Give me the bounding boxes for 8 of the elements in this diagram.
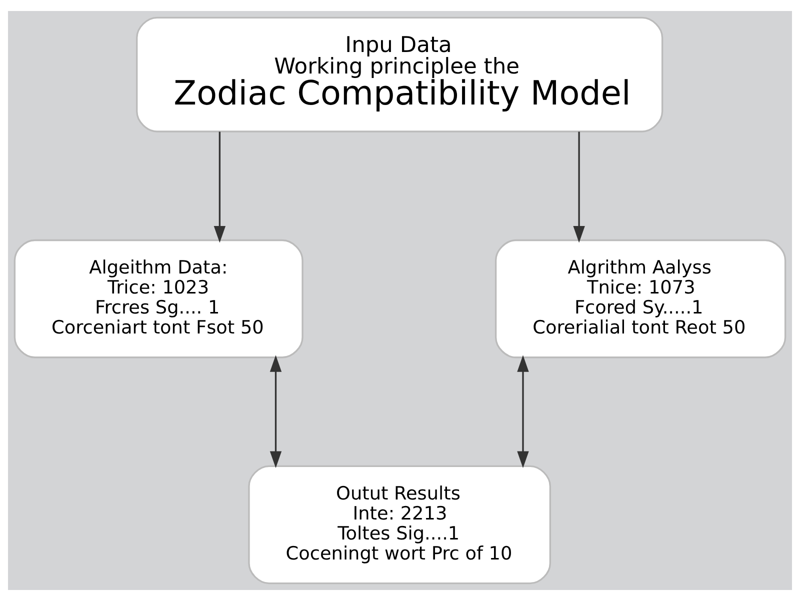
arrow <box>573 131 585 242</box>
node-box: Algrithm Aalyss Tnice: 1073 Fcored Sy.....1 Corerialial tont Reot 50 <box>494 238 786 358</box>
arrow <box>214 131 226 242</box>
arrow <box>517 354 529 468</box>
node-box: Inpu Data Working principlee the Zodiac Compatibility Model <box>136 16 664 132</box>
node-box: Outut Results Inte: 2213 Toltes Sig....1 Coceningt wort Prc of 10 <box>248 464 552 584</box>
arrow <box>270 354 282 468</box>
node-box: Algeithm Data: Trice: 1023 Frcres Sg.... 1 Corceniart tont Fsot 50 <box>14 238 304 358</box>
